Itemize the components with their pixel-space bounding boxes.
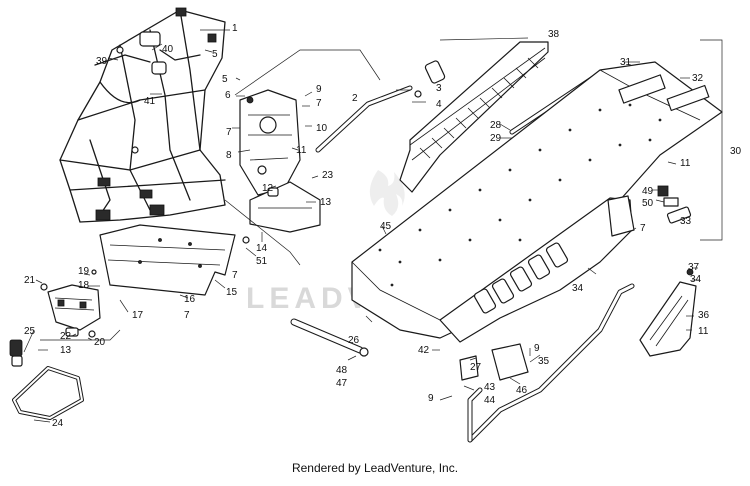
clip-50	[663, 197, 679, 207]
callout-17: 17	[132, 310, 144, 321]
callout-13b: 13	[60, 345, 72, 356]
bracket-43	[459, 355, 479, 381]
callout-22: 22	[60, 331, 72, 342]
callout-11c: 11	[698, 326, 709, 337]
rear-bumper	[467, 283, 635, 443]
callout-43: 43	[484, 382, 496, 393]
callout-26: 26	[348, 335, 360, 346]
callout-11: 11	[296, 145, 307, 156]
callout-35: 35	[538, 356, 550, 367]
callout-28: 28	[490, 120, 502, 131]
slide-rail-38	[399, 41, 549, 193]
callout-34b: 34	[690, 274, 702, 285]
callout-33: 33	[680, 216, 692, 227]
callout-29: 29	[490, 133, 502, 144]
front-bumper	[9, 339, 84, 420]
plate-46	[491, 343, 529, 381]
callout-39: 39	[96, 56, 108, 67]
callout-7b: 7	[226, 127, 232, 138]
callout-2: 2	[352, 93, 358, 104]
callout-19: 19	[78, 266, 90, 277]
callout-15: 15	[226, 287, 238, 298]
reflector-33	[666, 206, 692, 224]
callout-24: 24	[52, 418, 64, 429]
lower-panel	[99, 224, 236, 296]
callout-34: 34	[572, 283, 584, 294]
callout-1: 1	[232, 23, 238, 34]
bushing-47	[359, 347, 369, 357]
callout-16: 16	[184, 294, 196, 305]
callout-45: 45	[380, 221, 392, 232]
mount-plate	[239, 89, 301, 196]
callout-42: 42	[418, 345, 430, 356]
callout-13: 13	[320, 197, 332, 208]
callout-7c: 7	[232, 270, 238, 281]
callout-labels: 1 2 3 4 5 5 6 7 7 7 7 7 8 9 9 9 10 11 11…	[24, 23, 742, 429]
watermark-logo	[369, 170, 405, 216]
callout-27: 27	[470, 362, 482, 373]
callout-40: 40	[162, 44, 174, 55]
callout-20: 20	[94, 337, 106, 348]
callout-31: 31	[620, 57, 632, 68]
main-frame	[59, 7, 226, 223]
callout-8: 8	[226, 150, 232, 161]
credit-text: Rendered by LeadVenture, Inc.	[292, 461, 458, 475]
callout-44: 44	[484, 395, 496, 406]
callout-5: 5	[212, 49, 218, 60]
callout-32: 32	[692, 73, 704, 84]
callout-7d: 7	[184, 310, 190, 321]
callout-9: 9	[316, 84, 322, 95]
footrest-bracket	[40, 269, 101, 338]
callout-7: 7	[316, 98, 322, 109]
callout-21: 21	[24, 275, 36, 286]
callout-9c: 9	[428, 393, 434, 404]
callout-3: 3	[436, 83, 442, 94]
callout-50: 50	[642, 198, 654, 209]
callout-30: 30	[730, 146, 742, 157]
callout-23: 23	[322, 170, 334, 181]
callout-7e: 7	[640, 223, 646, 234]
callout-11b: 11	[680, 158, 691, 169]
callout-25: 25	[24, 326, 36, 337]
callout-12: 12	[262, 183, 274, 194]
callout-51: 51	[256, 256, 268, 267]
callout-36: 36	[698, 310, 710, 321]
bracket-7-right	[607, 195, 635, 237]
callout-46: 46	[516, 385, 528, 396]
callout-49: 49	[642, 186, 654, 197]
callout-5b: 5	[222, 74, 228, 85]
rail-2	[315, 60, 446, 153]
callout-6: 6	[225, 90, 231, 101]
callout-10: 10	[316, 123, 328, 134]
callout-41: 41	[144, 96, 156, 107]
callout-9b: 9	[534, 343, 540, 354]
callout-48: 48	[336, 365, 348, 376]
clip-49	[657, 185, 669, 197]
callout-38: 38	[548, 29, 560, 40]
callout-4: 4	[436, 99, 442, 110]
bracket-36	[639, 268, 697, 357]
callout-37: 37	[688, 262, 700, 273]
callout-18: 18	[78, 280, 90, 291]
callout-47: 47	[336, 378, 348, 389]
bracket-14	[242, 181, 321, 244]
callout-14: 14	[256, 243, 268, 254]
